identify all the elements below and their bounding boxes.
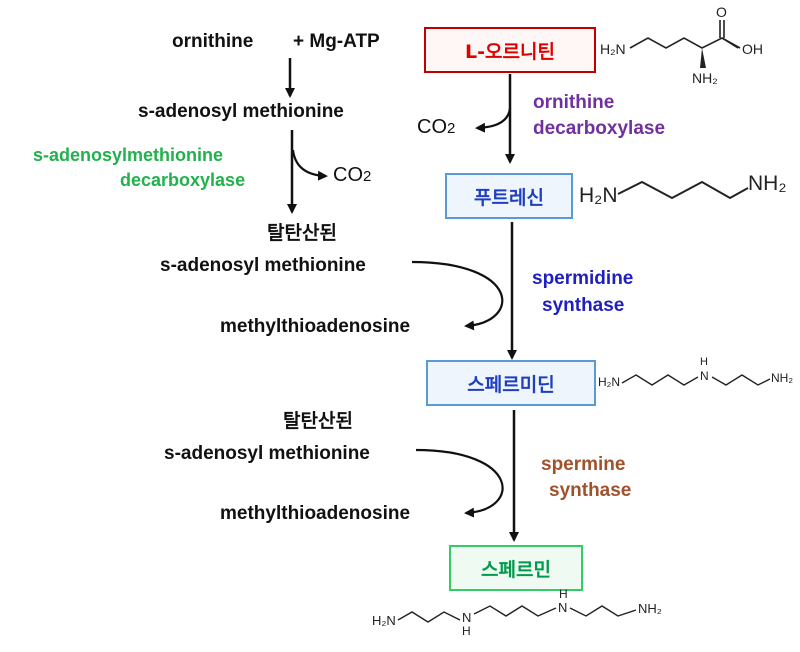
spds-enzyme-line1: spermidine bbox=[532, 268, 634, 289]
putrescine-nh2: NH₂ bbox=[748, 172, 787, 195]
ornithine-oh: OH bbox=[742, 41, 763, 57]
sam-label-3: s-adenosyl methionine bbox=[164, 443, 370, 464]
sam-label-2: s-adenosyl methionine bbox=[160, 255, 366, 276]
arrow-curve-sam-mta-1 bbox=[411, 260, 504, 331]
ornithine-label: ornithine bbox=[172, 31, 254, 52]
ornithine-nh2: NH₂ bbox=[692, 70, 718, 86]
spermidine-nh2: NH₂ bbox=[771, 371, 793, 385]
arrow-left-co2-branch bbox=[291, 149, 328, 181]
co2-right-subscript: 2 bbox=[447, 120, 456, 137]
decarboxylated-label-1: 탈탄산된 bbox=[267, 222, 337, 244]
co2-left: CO2 bbox=[333, 164, 371, 187]
arrow-right-co2-branch bbox=[475, 107, 512, 133]
spms-enzyme-line2: synthase bbox=[549, 480, 632, 501]
co2-left-text: CO bbox=[333, 164, 363, 186]
mg-atp-label: + Mg-ATP bbox=[293, 31, 380, 52]
odc-enzyme-line2: decarboxylase bbox=[533, 118, 666, 139]
ornithine-structure bbox=[629, 20, 741, 68]
putrescine-structure bbox=[617, 180, 749, 200]
spermidine-h: H bbox=[700, 356, 708, 368]
spms-enzyme-line1: spermine bbox=[541, 454, 626, 475]
spds-enzyme-line2: synthase bbox=[542, 295, 625, 316]
co2-left-subscript: 2 bbox=[363, 168, 372, 185]
spermidine-n: N bbox=[700, 369, 709, 383]
spermine-n2: N bbox=[558, 600, 568, 615]
odc-enzyme-line1: ornithine bbox=[533, 92, 615, 113]
spermine-h1: H bbox=[462, 624, 471, 638]
box-l-ornithine: L-오르니틴 bbox=[424, 27, 596, 73]
putrescine-h2n: H₂N bbox=[579, 184, 618, 207]
ornithine-h2n: H₂N bbox=[600, 41, 626, 57]
box-spermine: 스페르민 bbox=[449, 545, 583, 591]
spermidine-h2n: H₂N bbox=[598, 375, 620, 389]
box-spermidine: 스페르미딘 bbox=[426, 360, 596, 406]
samdc-enzyme-line2: decarboxylase bbox=[120, 170, 246, 190]
co2-right: CO2 bbox=[417, 116, 455, 139]
samdc-enzyme-line1: s-adenosylmethionine bbox=[33, 145, 224, 165]
spermine-h2: H bbox=[559, 587, 568, 601]
spermine-n1: N bbox=[462, 610, 472, 625]
box-putrescine: 푸트레신 bbox=[445, 173, 573, 219]
arrow-curve-sam-mta-2 bbox=[415, 448, 504, 518]
spermidine-structure bbox=[621, 374, 771, 386]
sam-label-1: s-adenosyl methionine bbox=[138, 101, 344, 122]
co2-right-text: CO bbox=[417, 116, 447, 138]
spermine-structure bbox=[397, 605, 637, 623]
decarboxylated-label-2: 탈탄산된 bbox=[283, 410, 353, 432]
spermine-h2n: H₂N bbox=[372, 613, 396, 628]
ornithine-o: O bbox=[716, 4, 727, 20]
spermine-nh2: NH₂ bbox=[638, 601, 662, 616]
mta-label-2: methylthioadenosine bbox=[220, 503, 411, 524]
mta-label-1: methylthioadenosine bbox=[220, 316, 411, 337]
